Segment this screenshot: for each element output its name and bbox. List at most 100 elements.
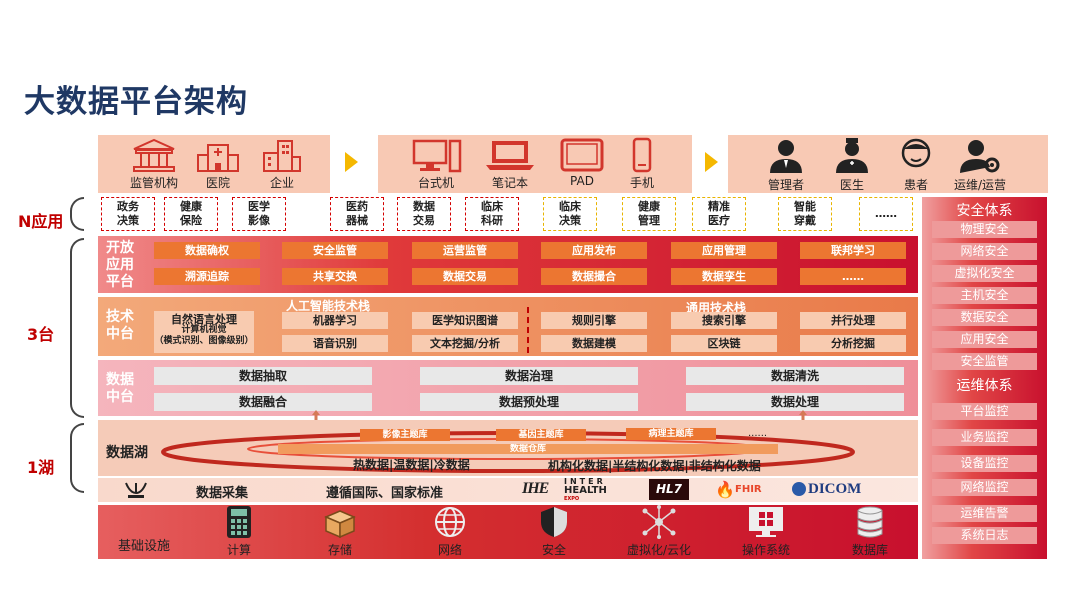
government-building-icon [133, 138, 175, 172]
ops-item-5[interactable]: 系统日志 [932, 527, 1037, 544]
security-item-2[interactable]: 虚拟化安全 [932, 265, 1037, 282]
open-platform-btn-r2-2[interactable]: 数据交易 [412, 268, 518, 285]
data-platform-btn-4[interactable]: 数据预处理 [420, 393, 638, 411]
standards-label: 遵循国际、国家标准 [326, 486, 444, 501]
open-platform-btn-r1-2[interactable]: 运营监管 [412, 242, 518, 259]
user-item-regulator: 监管机构 [124, 137, 184, 191]
mobile-phone-icon [632, 137, 652, 173]
general-stack-btn-2[interactable]: 并行处理 [800, 312, 906, 329]
general-stack-btn-0[interactable]: 规则引擎 [541, 312, 647, 329]
general-stack-btn-5[interactable]: 分析挖掘 [800, 335, 906, 352]
shield-icon [524, 505, 584, 539]
data-collect-label: 数据采集 [196, 486, 249, 501]
open-platform-btn-r1-0[interactable]: 数据确权 [154, 242, 260, 259]
app-item-3[interactable]: 医药器械 [330, 197, 384, 231]
security-system-title: 安全体系 [956, 203, 1013, 219]
user-item-manager: 管理者 [756, 137, 816, 193]
data-structure-line: 机构化数据|半结构化数据|非结构化数据 [548, 459, 761, 473]
user-item-doctor: 医生 [822, 137, 882, 193]
enterprise-building-icon [263, 140, 301, 172]
app-item-2[interactable]: 医学影像 [232, 197, 286, 231]
infra-item-3: 安全 [524, 505, 584, 558]
data-lake: 数据湖 影像主题库 基因主题库 病理主题库 ...... 数据仓库 热数据|温数… [98, 420, 918, 476]
side-label-one-lake: 1湖 [27, 458, 55, 477]
ops-item-3[interactable]: 网络监控 [932, 479, 1037, 496]
security-item-5[interactable]: 应用安全 [932, 331, 1037, 348]
open-platform-btn-r2-4[interactable]: 数据孪生 [671, 268, 777, 285]
open-platform-label: 开放应用平台 [106, 240, 134, 290]
general-stack-btn-1[interactable]: 搜索引擎 [671, 312, 777, 329]
database-icon [840, 505, 900, 539]
ops-item-4[interactable]: 运维告警 [932, 505, 1037, 522]
side-label-three-platforms: 3台 [27, 325, 55, 344]
infra-item-4: 虚拟化/云化 [624, 505, 694, 558]
app-item-10[interactable]: …… [859, 197, 913, 231]
ai-stack-btn-2[interactable]: 语音识别 [282, 335, 388, 352]
app-item-1[interactable]: 健康保险 [164, 197, 218, 231]
security-item-0[interactable]: 物理安全 [932, 221, 1037, 238]
app-item-6[interactable]: 临床决策 [543, 197, 597, 231]
user-item-enterprise: 企业 [252, 137, 312, 191]
data-platform-btn-0[interactable]: 数据抽取 [154, 367, 372, 385]
ai-stack-btn-3[interactable]: 文本挖掘/分析 [412, 335, 518, 352]
dicom-logo: DICOM [808, 481, 862, 497]
user-item-desktop: 台式机 [406, 137, 466, 191]
ops-item-1[interactable]: 业务监控 [932, 429, 1037, 446]
windows-os-icon [736, 505, 796, 539]
data-platform-label: 数据中台 [106, 372, 134, 405]
ops-item-0[interactable]: 平台监控 [932, 403, 1037, 420]
doctor-person-icon [836, 138, 868, 173]
open-platform-btn-r1-4[interactable]: 应用管理 [671, 242, 777, 259]
app-item-0[interactable]: 政务决策 [101, 197, 155, 231]
data-platform-btn-1[interactable]: 数据治理 [420, 367, 638, 385]
ai-stack-btn-1[interactable]: 医学知识图谱 [412, 312, 518, 329]
security-item-3[interactable]: 主机安全 [932, 287, 1037, 304]
open-application-platform: 开放应用平台 数据确权 安全监管 运营监管 应用发布 应用管理 联邦学习溯源追踪 共享交换 数… [98, 236, 918, 293]
ops-system-title: 运维体系 [956, 378, 1013, 394]
brace-apps [70, 197, 84, 231]
app-item-7[interactable]: 健康管理 [622, 197, 676, 231]
app-item-8[interactable]: 精准医疗 [692, 197, 746, 231]
open-platform-btn-r2-3[interactable]: 数据撮合 [541, 268, 647, 285]
open-platform-btn-r2-5[interactable]: …… [800, 268, 906, 285]
infra-item-6: 数据库 [840, 505, 900, 558]
security-item-6[interactable]: 安全监管 [932, 353, 1037, 370]
patient-person-icon [901, 138, 931, 168]
infra-item-0: 计算 [209, 505, 269, 558]
infra-item-label: 计算 [226, 543, 251, 557]
dicom-globe-icon [792, 482, 806, 496]
security-item-1[interactable]: 网络安全 [932, 243, 1037, 260]
app-item-9[interactable]: 智能穿戴 [778, 197, 832, 231]
data-middle-platform: 数据中台 数据抽取 数据治理 数据清洗数据融合 数据预处理 数据处理 [98, 360, 918, 416]
security-ops-column: 安全体系 物理安全网络安全虚拟化安全主机安全数据安全应用安全安全监管 运维体系 … [922, 197, 1047, 559]
open-platform-btn-r2-1[interactable]: 共享交换 [282, 268, 388, 285]
data-platform-btn-5[interactable]: 数据处理 [686, 393, 904, 411]
app-item-5[interactable]: 临床科研 [465, 197, 519, 231]
infra-item-label: 操作系统 [741, 543, 790, 557]
tech-middle-platform: 技术中台 人工智能技术栈 通用技术栈 自然语言处理 计算机视觉 （模式识别、图像… [98, 297, 918, 356]
user-item-pad: PAD [552, 137, 612, 188]
page-title: 大数据平台架构 [24, 84, 248, 120]
general-stack-btn-4[interactable]: 区块链 [671, 335, 777, 352]
tablet-icon [560, 138, 604, 172]
open-platform-btn-r2-0[interactable]: 溯源追踪 [154, 268, 260, 285]
storage-box-icon [310, 505, 370, 539]
open-platform-btn-r1-3[interactable]: 应用发布 [541, 242, 647, 259]
ops-item-2[interactable]: 设备监控 [932, 455, 1037, 472]
infra-item-2: 网络 [420, 505, 480, 558]
user-group-devices: 台式机 笔记本 PAD 手机 [378, 135, 692, 193]
ai-stack-title: 人工智能技术栈 [286, 299, 371, 313]
data-platform-btn-2[interactable]: 数据清洗 [686, 367, 904, 385]
open-platform-btn-r1-5[interactable]: 联邦学习 [800, 242, 906, 259]
data-lake-label: 数据湖 [106, 445, 148, 461]
general-stack-btn-3[interactable]: 数据建模 [541, 335, 647, 352]
desktop-computer-icon [412, 139, 462, 173]
hl7-logo: HL7 [649, 479, 689, 500]
open-platform-btn-r1-1[interactable]: 安全监管 [282, 242, 388, 259]
data-platform-btn-3[interactable]: 数据融合 [154, 393, 372, 411]
ai-stack-btn-0[interactable]: 机器学习 [282, 312, 388, 329]
laptop-icon [486, 141, 534, 170]
app-item-4[interactable]: 数据交易 [397, 197, 451, 231]
infrastructure-label: 基础设施 [118, 539, 171, 554]
security-item-4[interactable]: 数据安全 [932, 309, 1037, 326]
